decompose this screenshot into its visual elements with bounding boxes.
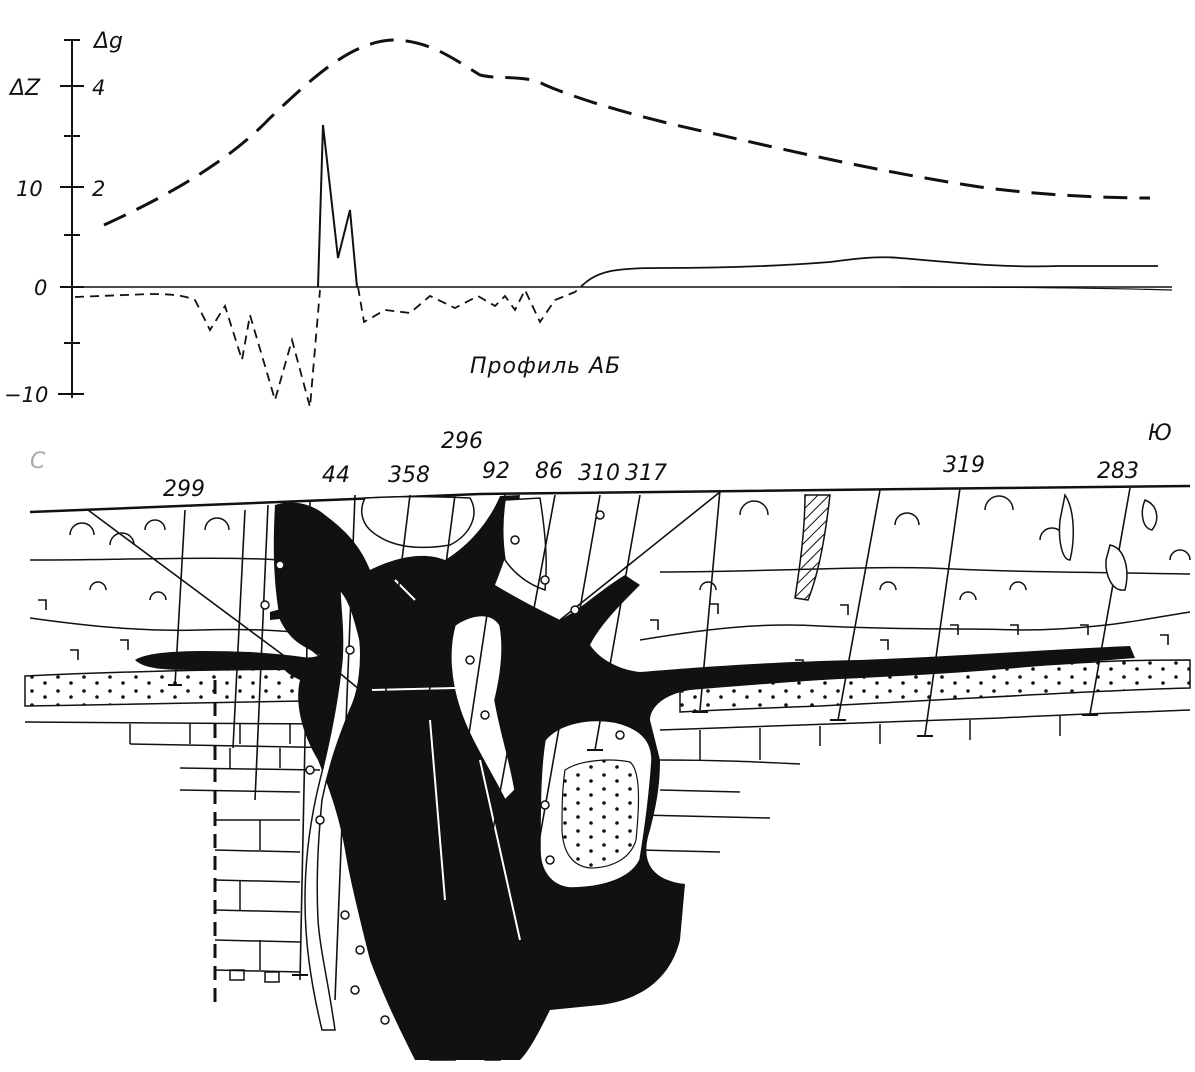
- dg-tick-2: 2: [92, 177, 105, 201]
- geological-section: С Ю 299 44 358 296 92 86 310 317 319 283: [24, 421, 1191, 1061]
- well-label-358: 358: [388, 463, 430, 488]
- well-label-86: 86: [535, 459, 563, 484]
- dg-tick-4: 4: [92, 76, 105, 100]
- intrusion-apophysis: [270, 605, 330, 620]
- hatched-dyke-1: [394, 878, 456, 1061]
- y-axis-ticks: [58, 39, 84, 395]
- hook-symbols: [38, 599, 1169, 670]
- well-label-310: 310: [578, 461, 620, 486]
- dz-curve-negative-right: [357, 282, 586, 324]
- fracture-lines: [371, 579, 521, 941]
- lower-left-rectangles: [229, 969, 280, 983]
- south-label: Ю: [1148, 421, 1172, 446]
- axis-dz-label: ΔZ: [8, 76, 41, 101]
- intrusion-sill-left: [135, 650, 322, 670]
- dz-curve-negative-left: [74, 289, 321, 408]
- xenolith-right-inner: [561, 759, 640, 869]
- north-label: С: [30, 449, 46, 474]
- pebble-markers: [260, 510, 625, 1025]
- hatched-dyke-top: [794, 494, 831, 601]
- surface-line: [29, 484, 1191, 514]
- well-label-317: 317: [625, 461, 667, 486]
- well-label-299: 299: [163, 477, 205, 502]
- axis-dg-label: Δg: [92, 29, 123, 54]
- profile-graph: Δg ΔZ 4 2 10 0 −10 Профиль АБ: [4, 29, 1173, 408]
- limestone-layers-right: [639, 709, 1191, 853]
- borehole-end-markers: [168, 684, 1098, 976]
- intrusion-body: [273, 495, 1135, 1060]
- well-label-319: 319: [943, 453, 985, 478]
- dz-tick-10: 10: [16, 177, 43, 201]
- dz-curve-spike: [317, 124, 358, 288]
- well-label-296: 296: [441, 429, 483, 454]
- xenolith-upper-right: [502, 497, 547, 592]
- dg-curve: [103, 38, 1151, 227]
- dz-curve-tail-right: [899, 286, 1173, 291]
- xenolith-upper: [360, 495, 475, 549]
- hatched-dyke-2: [449, 893, 501, 1061]
- borehole-lines: [87, 487, 1131, 1001]
- dz-tick-minus10: −10: [4, 383, 48, 407]
- small-bodies-283: [1058, 493, 1158, 591]
- well-label-283: 283: [1097, 459, 1139, 484]
- profile-title: Профиль АБ: [470, 354, 621, 379]
- upper-layer-boundary: [29, 557, 1191, 575]
- dz-curve-positive-tail: [584, 256, 1158, 284]
- weathering-symbols: [69, 495, 1191, 601]
- well-label-44: 44: [322, 463, 350, 488]
- well-labels: 299 44 358 296 92 86 310 317 319 283: [163, 429, 1139, 502]
- dz-tick-0: 0: [34, 276, 47, 300]
- well-label-92: 92: [482, 459, 510, 484]
